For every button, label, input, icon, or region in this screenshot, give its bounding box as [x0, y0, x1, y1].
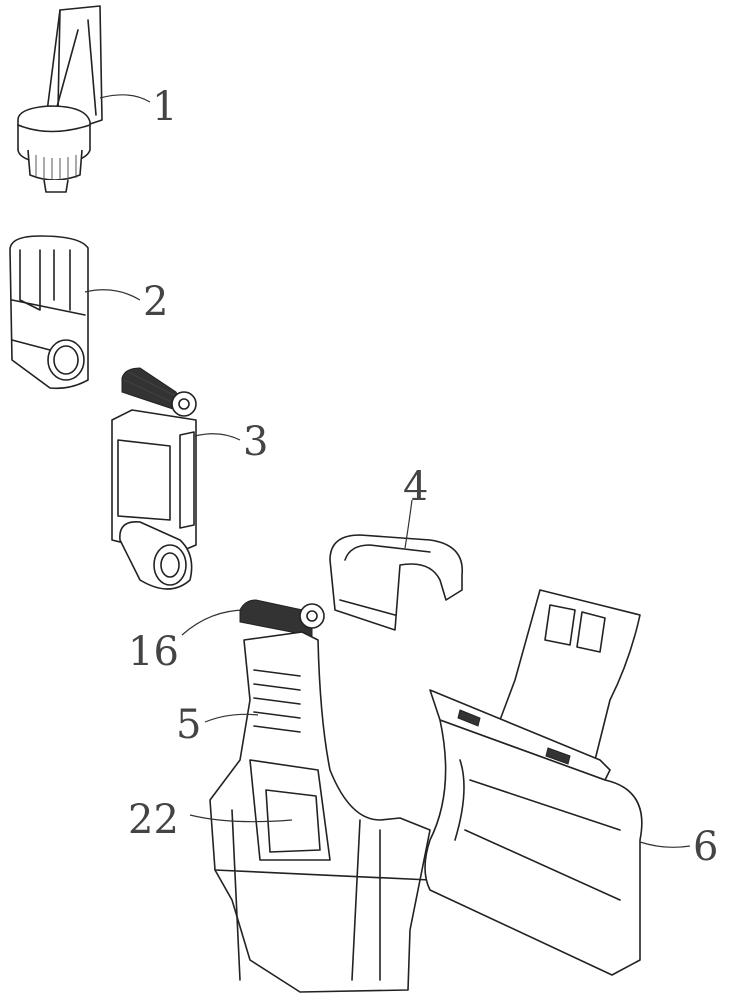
label-part-16: 16 [128, 629, 179, 675]
label-part-3: 3 [243, 419, 268, 465]
part-5-clamp-body [210, 600, 430, 992]
part-3-clip [112, 368, 196, 589]
label-part-1: 1 [152, 84, 177, 130]
label-part-6: 6 [693, 824, 718, 870]
label-part-2: 2 [143, 279, 168, 325]
label-part-4: 4 [403, 464, 428, 510]
part-2-adapter [10, 236, 88, 388]
part-4-cover [330, 535, 462, 630]
part-1-mount [18, 6, 102, 192]
label-part-5: 5 [176, 702, 201, 748]
label-part-22: 22 [128, 797, 179, 843]
part-6-holder [425, 590, 642, 975]
